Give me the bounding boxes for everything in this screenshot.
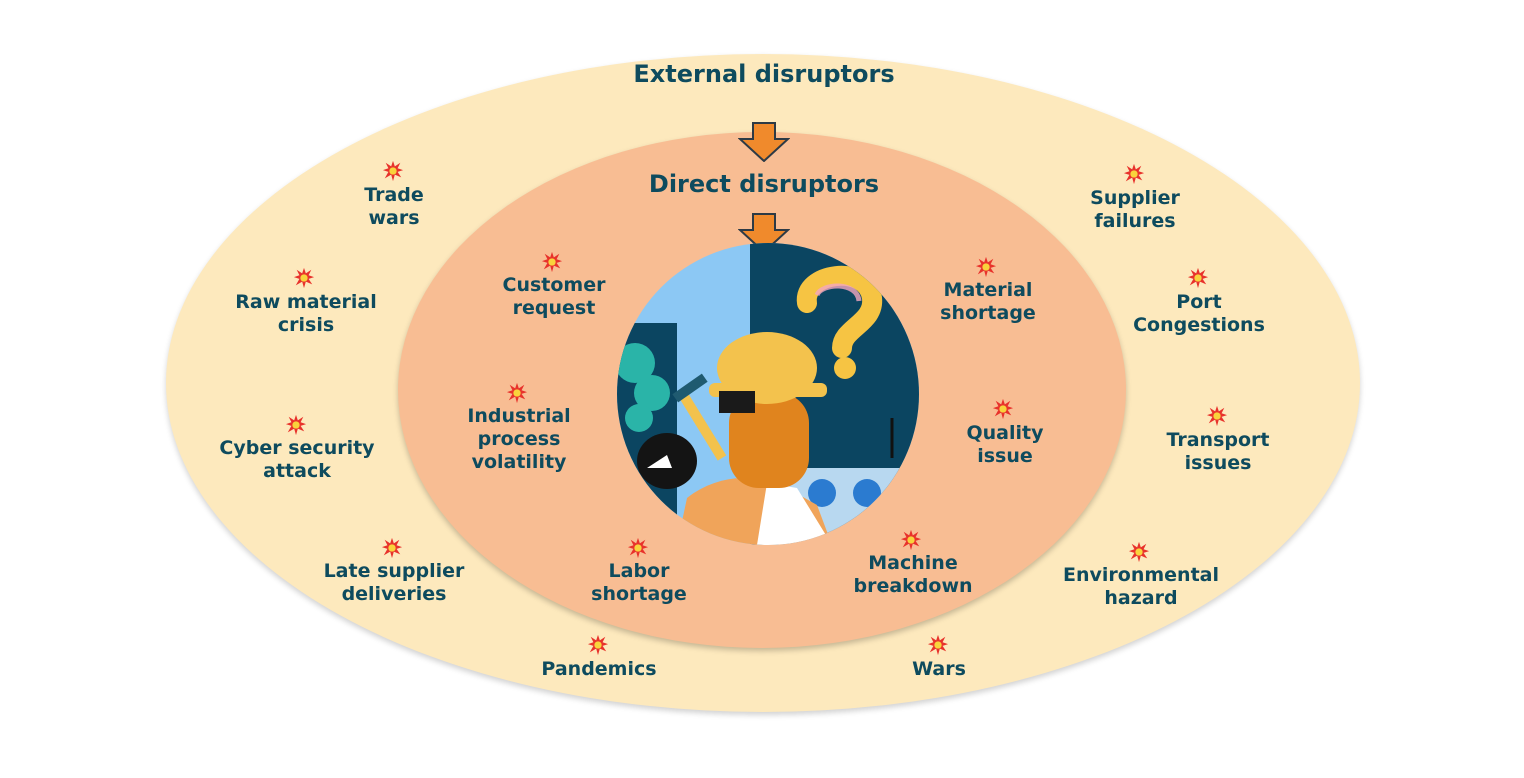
explosion-icon: [900, 529, 922, 551]
explosion-icon: [927, 634, 949, 656]
label-wars: Wars: [912, 658, 966, 680]
arrow-down-icon: [738, 213, 790, 253]
explosion-icon: [293, 267, 315, 289]
arrow-down-icon: [738, 122, 790, 162]
external-disruptors-title: External disruptors: [633, 60, 895, 88]
explosion-icon: [975, 256, 997, 278]
label-pandemics: Pandemics: [541, 658, 657, 680]
explosion-icon: [992, 398, 1014, 420]
explosion-icon: [1206, 405, 1228, 427]
explosion-icon: [627, 537, 649, 559]
explosion-icon: [381, 537, 403, 559]
direct-disruptors-title: Direct disruptors: [648, 170, 880, 198]
explosion-icon: [1128, 541, 1150, 563]
explosion-icon: [285, 414, 307, 436]
explosion-icon: [506, 382, 528, 404]
worker-question-illustration: [617, 243, 919, 545]
explosion-icon: [1187, 267, 1209, 289]
explosion-icon: [541, 251, 563, 273]
explosion-icon: [382, 160, 404, 182]
explosion-icon: [1123, 163, 1145, 185]
explosion-icon: [587, 634, 609, 656]
